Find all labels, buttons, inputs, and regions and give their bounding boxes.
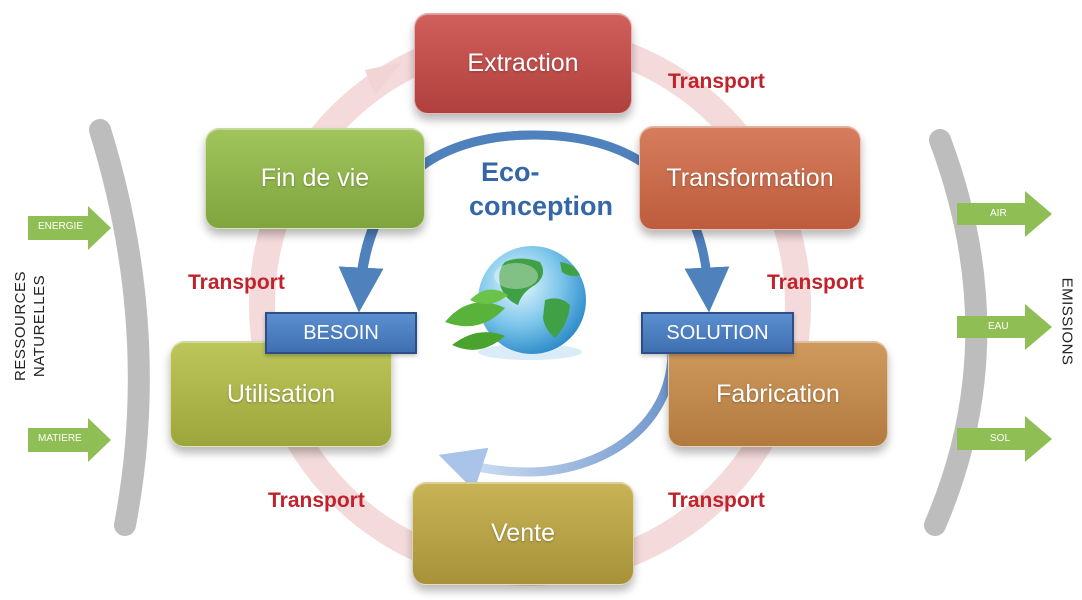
return-arrow xyxy=(438,347,677,491)
eco-conception-title: Eco- conception xyxy=(469,155,613,223)
resources-title: RESSOURCES NATURELLES xyxy=(11,271,49,381)
emissions-title: EMISSIONS xyxy=(1058,272,1077,372)
sol-arrow xyxy=(957,416,1052,462)
transport-label-left: Transport xyxy=(188,271,285,294)
air-label: AIR xyxy=(990,208,1007,219)
sol-label: SOL xyxy=(990,433,1011,444)
resources-title-line2: NATURELLES xyxy=(31,274,48,378)
stage-utilisation-label: Utilisation xyxy=(226,379,336,408)
transport-label-bottom-right: Transport xyxy=(668,489,765,512)
emissions-title-text: EMISSIONS xyxy=(1058,277,1076,366)
stage-transformation-label: Transformation xyxy=(666,163,834,192)
cycle-arrow-head xyxy=(365,62,402,96)
stage-fabrication-label: Fabrication xyxy=(716,379,840,408)
besoin-tag: BESOIN xyxy=(265,312,417,354)
stage-transformation: Transformation xyxy=(639,126,861,230)
resources-title-line1: RESSOURCES xyxy=(12,270,29,381)
stage-extraction: Extraction xyxy=(414,13,632,114)
energie-label: ENERGIE xyxy=(38,221,84,232)
energie-arrow xyxy=(28,206,111,250)
resources-arc xyxy=(89,119,150,536)
stage-vente-label: Vente xyxy=(491,519,555,547)
stage-vente: Vente xyxy=(412,482,634,585)
stage-extraction-label: Extraction xyxy=(467,49,579,77)
transport-label-top-right: Transport xyxy=(668,70,765,93)
stage-fabrication: Fabrication xyxy=(668,341,888,447)
globe-icon xyxy=(445,246,586,360)
transport-label-bottom-left: Transport xyxy=(268,489,365,512)
eco-title-line2: conception xyxy=(469,191,614,221)
stage-fin-de-vie-label: Fin de vie xyxy=(260,164,370,192)
stage-fin-de-vie: Fin de vie xyxy=(205,128,425,229)
air-arrow xyxy=(957,191,1052,237)
stage-utilisation: Utilisation xyxy=(170,341,392,447)
eau-arrow xyxy=(957,304,1052,350)
eco-title-line1: Eco- xyxy=(481,157,540,187)
matiere-label: MATIERE xyxy=(38,433,82,444)
matiere-arrow xyxy=(28,418,111,462)
transport-label-right: Transport xyxy=(767,271,864,294)
solution-tag: SOLUTION xyxy=(641,312,794,354)
eau-label: EAU xyxy=(988,321,1009,332)
